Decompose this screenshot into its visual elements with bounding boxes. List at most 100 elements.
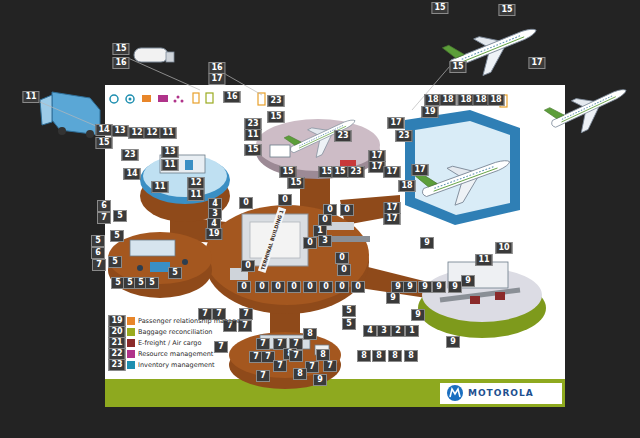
callout-number: 8	[404, 350, 418, 362]
callout-number: 9	[420, 237, 434, 249]
legend-text: E-freight / Air cargo	[138, 338, 201, 348]
callout-number: 19	[205, 228, 222, 240]
callout-number: 5	[110, 230, 124, 242]
callout-number: 0	[278, 194, 292, 206]
callout-number: 7	[305, 361, 319, 373]
callout-number: 6	[91, 247, 105, 259]
callout-number: 2	[391, 325, 405, 337]
callout-number: 17	[383, 213, 400, 225]
callout-number: 0	[335, 252, 349, 264]
callout-number: 5	[342, 305, 356, 317]
callout-number: 17	[387, 117, 404, 129]
callout-number: 13	[161, 146, 178, 158]
callout-number: 5	[113, 210, 127, 222]
callout-number: 5	[342, 318, 356, 330]
callout-number: 5	[168, 267, 182, 279]
callout-number: 9	[418, 281, 432, 293]
callout-number: 18	[398, 180, 415, 192]
callout-number: 9	[448, 281, 462, 293]
callout-number: 14	[95, 124, 112, 136]
callout-number: 7	[97, 212, 111, 224]
callout-number: 0	[271, 281, 285, 293]
callout-number: 9	[411, 309, 425, 321]
callout-number: 15	[449, 61, 466, 73]
callout-number: 5	[145, 277, 159, 289]
callout-number: 17	[411, 164, 428, 176]
callout-number: 7	[256, 370, 270, 382]
callout-number: 9	[461, 275, 475, 287]
callout-number: 9	[386, 292, 400, 304]
callout-number: 17	[383, 166, 400, 178]
callout-number: 15	[331, 166, 348, 178]
callout-number: 0	[239, 197, 253, 209]
callout-number: 0	[335, 281, 349, 293]
callout-number: 12	[143, 127, 160, 139]
legend-text: Resource management	[138, 349, 213, 359]
callout-number: 17	[208, 73, 225, 85]
callout-number: 0	[337, 264, 351, 276]
legend-text: Passenger relationship manage	[138, 316, 240, 326]
callout-number: 5	[108, 256, 122, 268]
callout-number: 7	[239, 308, 253, 320]
callout-number: 0	[340, 204, 354, 216]
callout-number: 16	[112, 57, 129, 69]
legend-swatch	[127, 361, 135, 369]
callout-number: 23	[108, 359, 125, 371]
callout-number: 15	[244, 144, 261, 156]
legend-swatch	[127, 317, 135, 325]
callout-number: 9	[432, 281, 446, 293]
legend-text: Baggage reconciliation	[138, 327, 213, 337]
callout-number: 12	[187, 177, 204, 189]
legend-swatch	[127, 328, 135, 336]
legend-text: Inventory management	[138, 360, 215, 370]
callout-number: 7	[273, 360, 287, 372]
callout-number: 13	[111, 125, 128, 137]
callout-number: 7	[256, 338, 270, 350]
callout-number: 9	[446, 336, 460, 348]
callout-number: 19	[421, 106, 438, 118]
callout-number: 0	[287, 281, 301, 293]
callout-number: 11	[22, 91, 39, 103]
callout-number: 3	[377, 325, 391, 337]
callout-number: 1	[405, 325, 419, 337]
callout-number: 15	[287, 177, 304, 189]
callout-number: 7	[92, 259, 106, 271]
callout-number: 15	[112, 43, 129, 55]
callout-number: 7	[289, 350, 303, 362]
callout-number: 23	[395, 130, 412, 142]
callout-number: 6	[97, 200, 111, 212]
callout-number: 8	[293, 368, 307, 380]
callout-number: 7	[323, 360, 337, 372]
callout-number: 11	[187, 189, 204, 201]
callout-number: 14	[123, 168, 140, 180]
callout-number: 9	[313, 374, 327, 386]
callout-number: 0	[237, 281, 251, 293]
callout-number: 4	[363, 325, 377, 337]
callout-number: 15	[431, 2, 448, 14]
callout-number: 16	[223, 91, 240, 103]
callout-number: 15	[267, 111, 284, 123]
callout-number: 0	[303, 281, 317, 293]
callout-number: 23	[334, 130, 351, 142]
callout-number: 23	[347, 166, 364, 178]
callout-number: 0	[319, 281, 333, 293]
legend-swatch	[127, 339, 135, 347]
callout-number: 0	[351, 281, 365, 293]
callout-number: 11	[159, 127, 176, 139]
callout-number: 5	[91, 235, 105, 247]
callout-number: 15	[498, 4, 515, 16]
callout-number: 11	[151, 181, 168, 193]
callout-number: 23	[267, 95, 284, 107]
callout-number: 0	[241, 260, 255, 272]
callout-number: 8	[388, 350, 402, 362]
callout-number: 11	[475, 254, 492, 266]
callout-number: 18	[439, 94, 456, 106]
callout-number: 10	[495, 242, 512, 254]
callout-number: 8	[372, 350, 386, 362]
callout-number: 17	[528, 57, 545, 69]
callout-number: 7	[214, 341, 228, 353]
callout-number: 9	[403, 281, 417, 293]
callout-number: 8	[357, 350, 371, 362]
brand-name: MOTOROLA	[468, 388, 534, 398]
callout-number: 0	[303, 237, 317, 249]
